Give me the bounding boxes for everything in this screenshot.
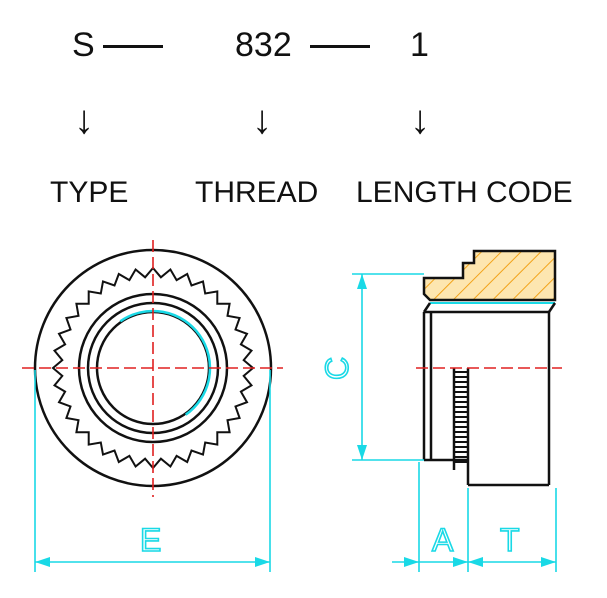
thread-arrow-icon: ↓ [252, 98, 272, 142]
thread-label: THREAD [195, 176, 319, 209]
thread-code: 832 [235, 26, 292, 64]
type-label: TYPE [50, 176, 129, 209]
serration-lines [455, 371, 467, 463]
dimension-a-t: A T [392, 462, 557, 572]
thread-arc [119, 309, 212, 416]
side-view [416, 249, 562, 487]
front-view [22, 240, 283, 497]
type-arrow-icon: ↓ [74, 98, 94, 142]
length-arrow-icon: ↓ [410, 98, 430, 142]
length-code-label: LENGTH CODE [356, 176, 573, 209]
thread-dash [310, 45, 370, 48]
knurl-teeth [51, 266, 255, 470]
type-dash [103, 45, 163, 48]
dim-t-label: T [500, 522, 520, 558]
type-code: S [72, 26, 95, 64]
dim-c-label: C [319, 357, 355, 380]
dim-e-label: E [140, 522, 161, 558]
length-code-value: 1 [410, 26, 429, 64]
dim-a-label: A [432, 522, 454, 558]
head-section [422, 249, 557, 302]
dimension-c: C [318, 273, 424, 461]
dimension-e: E [34, 370, 271, 572]
